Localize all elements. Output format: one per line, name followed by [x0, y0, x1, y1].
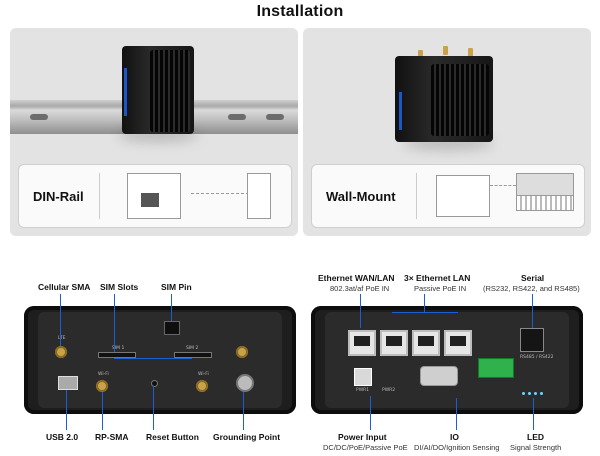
db9-io-port: [420, 366, 458, 386]
power-input-port: [354, 368, 372, 386]
wall-mount-sketch-top: [516, 173, 574, 197]
grounding-point-label: Grounding Point: [213, 432, 281, 442]
usb-port: [58, 376, 78, 390]
ethernet-wan-label: Ethernet WAN/LAN: [318, 273, 395, 283]
ethernet-lan-port-2: [412, 330, 440, 356]
reset-button-label: Reset Button: [146, 432, 199, 442]
sim-pin-slot: [164, 321, 180, 335]
io-terminal: [478, 358, 514, 378]
ethernet-lan-label: 3× Ethernet LAN: [404, 273, 471, 283]
sim-slot-1: [98, 352, 136, 358]
ethernet-wan-lan-port: [348, 330, 376, 356]
serial-port: [520, 328, 544, 352]
sim-slots-label: SIM Slots: [100, 282, 139, 292]
io-sub: DI/AI/DO/Ignition Sensing: [414, 443, 500, 452]
ethernet-lan-sub: Passive PoE IN: [414, 284, 467, 293]
power-input-label: Power Input: [338, 432, 387, 442]
cellular-sma-label: Cellular SMA: [38, 282, 91, 292]
page-title: Installation: [256, 3, 344, 20]
reset-button[interactable]: [151, 380, 158, 387]
wall-mount-card: Wall-Mount: [311, 164, 585, 228]
led-label: LED: [527, 432, 544, 442]
io-label: IO: [450, 432, 459, 442]
din-rail-panel: DIN-Rail: [10, 28, 298, 236]
wall-mount-panel: Wall-Mount: [303, 28, 591, 236]
din-rail-sketch-front: [127, 173, 181, 219]
serial-sub: (RS232, RS422, and RS485): [483, 284, 580, 293]
ethernet-wan-sub: 802.3at/af PoE IN: [330, 284, 390, 293]
rp-sma-port-2: [196, 380, 208, 392]
sim-slot-2: [174, 352, 212, 358]
led-sub: Signal Strength: [510, 443, 562, 452]
ethernet-lan-port-3: [444, 330, 472, 356]
cellular-sma-port: [55, 346, 67, 358]
serial-label: Serial: [521, 273, 545, 283]
sim-pin-label: SIM Pin: [161, 282, 192, 292]
rp-sma-label: RP-SMA: [95, 432, 129, 442]
front-panel-left: [24, 306, 296, 414]
din-rail-card: DIN-Rail: [18, 164, 292, 228]
cellular-sma-port-2: [236, 346, 248, 358]
ethernet-lan-port-1: [380, 330, 408, 356]
grounding-point: [236, 374, 254, 392]
din-rail-sketch-side: [247, 173, 271, 219]
power-input-sub: DC/DC/PoE/Passive PoE: [323, 443, 408, 452]
wall-mount-sketch-front: [436, 175, 490, 217]
usb-label: USB 2.0: [46, 432, 79, 442]
front-panel-right: [311, 306, 583, 414]
wall-mount-label: Wall-Mount: [326, 189, 396, 204]
rp-sma-port: [96, 380, 108, 392]
din-rail-label: DIN-Rail: [33, 189, 84, 204]
